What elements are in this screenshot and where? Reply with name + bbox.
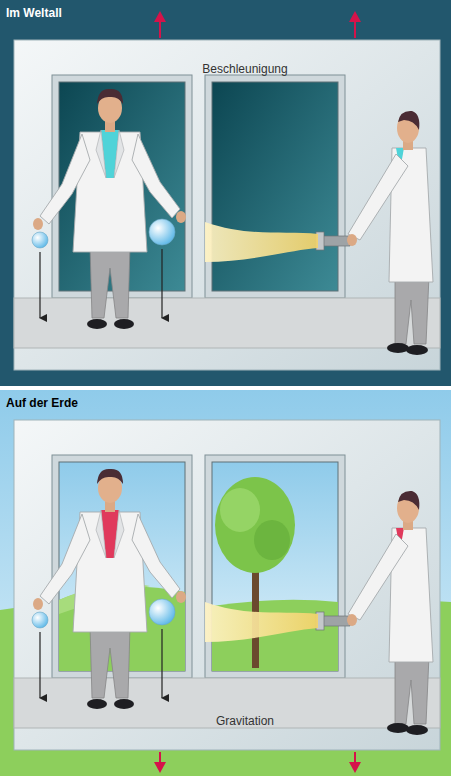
text-row: Beschleunigung xyxy=(14,59,440,77)
panel-title: Im Weltall xyxy=(6,6,62,20)
earth-scene xyxy=(0,390,451,776)
accelerating-room: Beschleunigung xyxy=(14,40,440,370)
space-panel: Beschleunigung Im Weltall xyxy=(0,0,451,386)
text-row: Gravitation xyxy=(14,711,440,729)
force-label: Beschleunigung xyxy=(202,62,287,76)
text-row: Auf der Erde xyxy=(6,393,451,411)
panel-title: Auf der Erde xyxy=(6,396,78,410)
red-arrow xyxy=(154,11,361,38)
force-label: Gravitation xyxy=(216,714,274,728)
text-row: Im Weltall xyxy=(6,3,451,21)
gravity-room: Gravitation xyxy=(14,420,440,750)
space-scene xyxy=(0,0,451,386)
earth-panel: Gravitation Auf der Erde xyxy=(0,390,451,776)
experimenters xyxy=(32,469,433,735)
red-arrow xyxy=(154,752,361,773)
experimenters xyxy=(32,89,433,355)
